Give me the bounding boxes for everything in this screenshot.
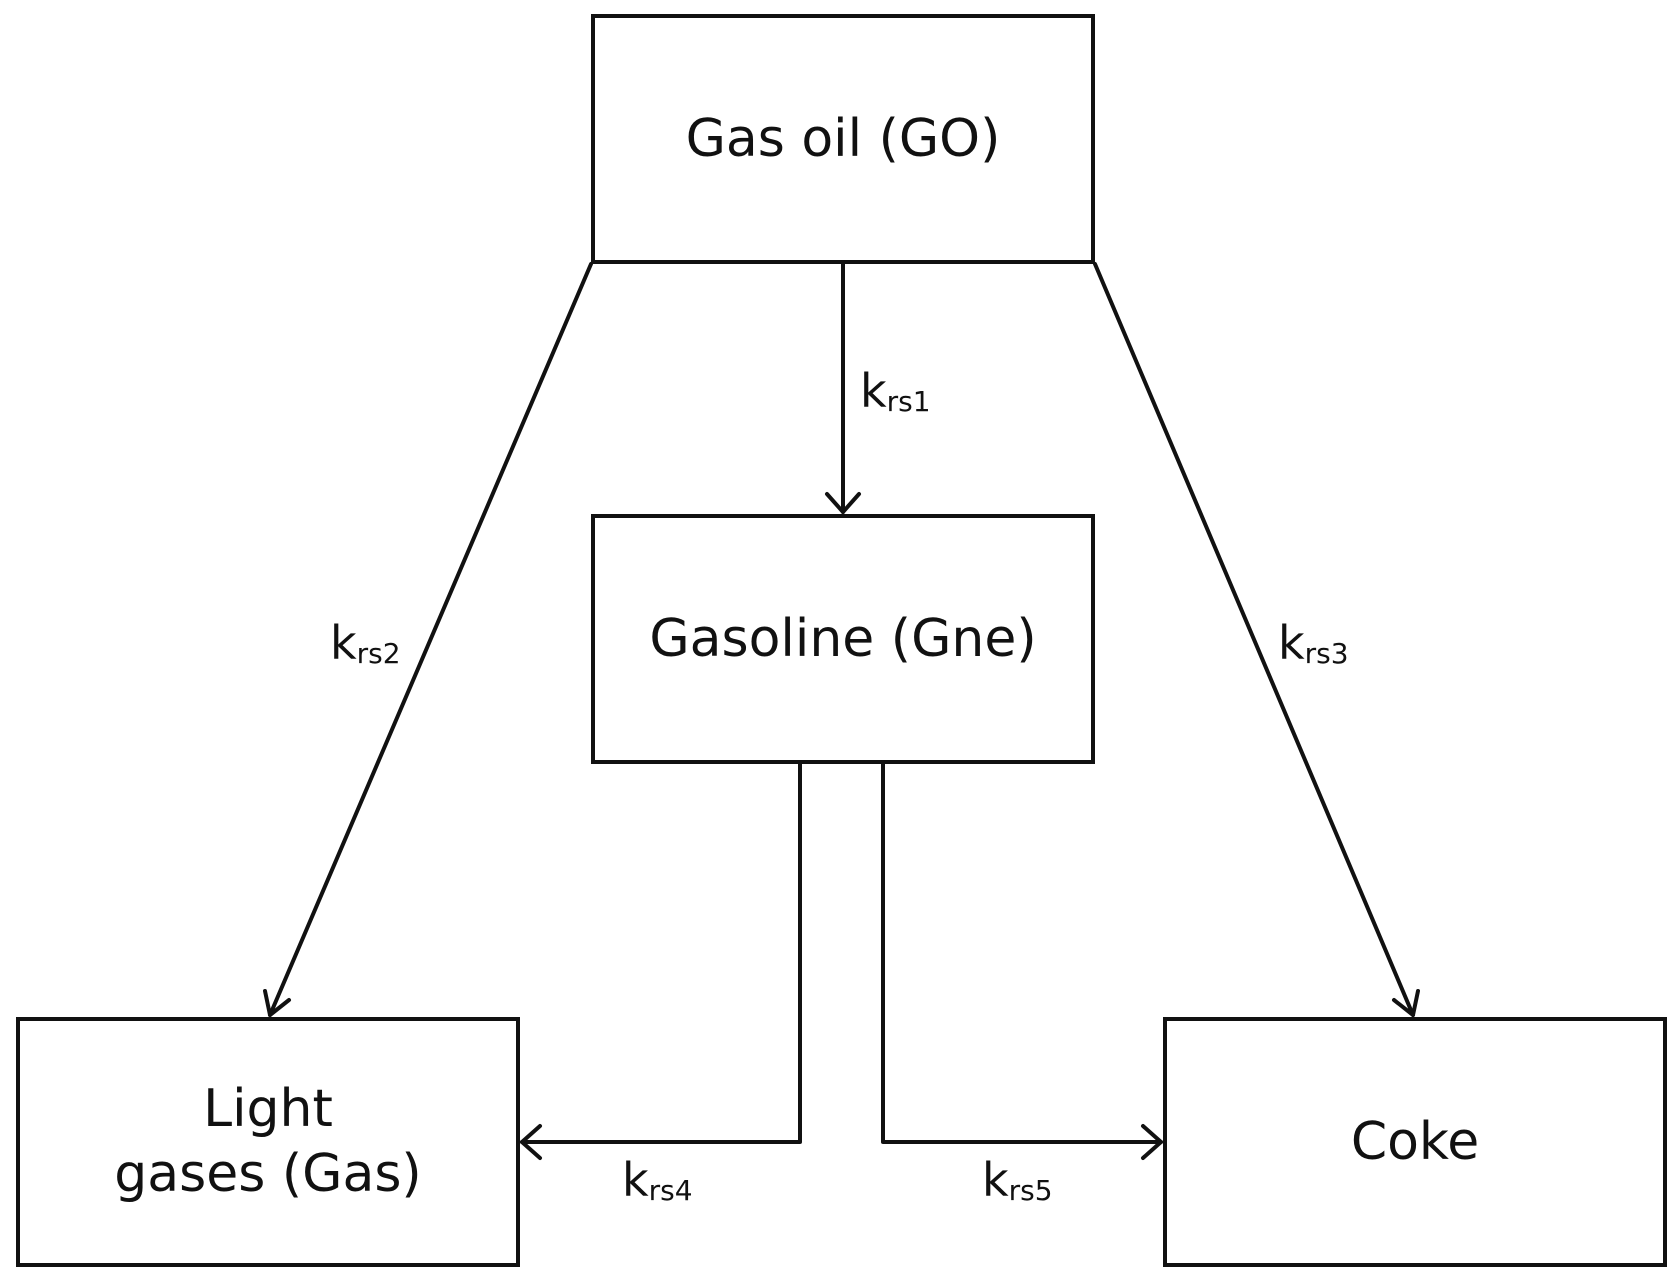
node-light-gases: Light gases (Gas)	[16, 1017, 520, 1267]
rate-krs5-base: k	[982, 1153, 1009, 1207]
node-gasoline: Gasoline (Gne)	[591, 514, 1095, 764]
node-gas-oil: Gas oil (GO)	[591, 14, 1095, 264]
rate-krs4-base: k	[622, 1153, 649, 1207]
rate-krs4-sub: rs4	[648, 1174, 693, 1208]
rate-krs2-base: k	[330, 616, 357, 670]
rate-krs3-base: k	[1278, 616, 1305, 670]
arrow-krs4	[520, 762, 802, 1160]
rate-label-krs5: krs5	[982, 1153, 1053, 1207]
rate-label-krs2: krs2	[330, 616, 401, 670]
node-gasoline-label: Gasoline (Gne)	[649, 608, 1037, 669]
arrow-krs2	[263, 262, 593, 1017]
rate-krs1-base: k	[860, 364, 887, 418]
arrow-krs5	[881, 762, 1163, 1160]
node-light-gases-line1: Light	[203, 1079, 333, 1139]
node-gas-oil-label: Gas oil (GO)	[685, 108, 1001, 169]
rate-label-krs3: krs3	[1278, 616, 1349, 670]
node-coke-label: Coke	[1350, 1111, 1480, 1172]
rate-label-krs4: krs4	[622, 1153, 693, 1207]
rate-krs5-sub: rs5	[1008, 1174, 1053, 1208]
rate-label-krs1: krs1	[860, 364, 931, 418]
rate-krs3-sub: rs3	[1304, 637, 1349, 671]
rate-krs2-sub: rs2	[356, 637, 401, 671]
node-light-gases-line2: gases (Gas)	[114, 1144, 422, 1204]
node-light-gases-label: Light gases (Gas)	[114, 1077, 421, 1207]
arrow-krs1	[825, 262, 861, 514]
node-coke: Coke	[1163, 1017, 1667, 1267]
rate-krs1-sub: rs1	[886, 385, 931, 419]
arrow-krs3	[1093, 262, 1420, 1017]
